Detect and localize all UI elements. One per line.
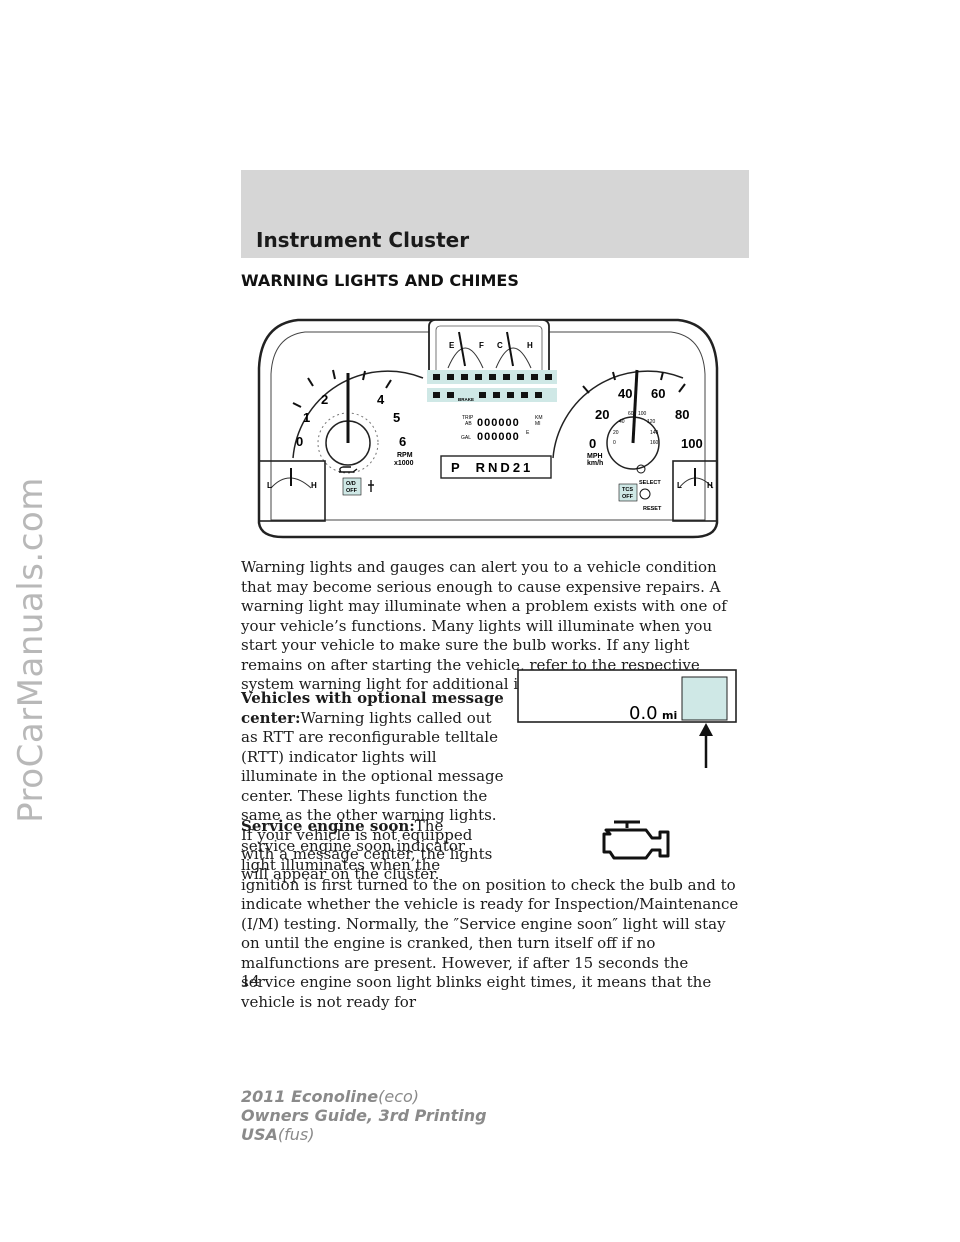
odometer-display: TRIP AB 000000 KM MI GAL 000000 E [461,415,543,443]
watermark: ProCarManuals.com [6,330,56,970]
check-engine-icon [602,820,670,860]
warning-light-strip: BRAKE [427,370,557,402]
kmh-0: 0 [613,440,616,446]
speed-unit-2: km/h [587,460,603,467]
speed-0: 0 [589,436,596,451]
tcs-off-indicator [618,483,638,502]
kmh-100: 100 [638,411,647,417]
instrument-cluster-illustration: E F C H 0 1 2 4 5 6 RPM x1000 O/D OFF L … [257,318,719,539]
message-center-body: Warning lights called out as RTT are rec… [241,708,504,883]
tach-5: 5 [393,410,400,425]
intro-paragraph: Warning lights and gauges can alert you … [241,558,727,693]
footer-market-code: (fus) [277,1125,315,1144]
message-center-unit: mi [662,709,677,722]
tach-6: 6 [399,434,406,449]
footer-guide: Owners Guide, 3rd Printing [241,1106,487,1125]
odo-bottom-unit: E [526,430,530,436]
kmh-140: 140 [650,430,659,436]
message-center-figure: 0.0 mi [517,669,737,768]
od-off-label-2: OFF [346,488,358,494]
engine-body: The service engine soon indicator light … [241,817,739,1011]
message-center-heading: Vehicles with optional message center: [241,689,504,727]
tcs-off-label: TCS [622,487,633,493]
tach-4: 4 [377,392,385,407]
select-reset-knob-icon [639,488,651,500]
engine-text-block: Service engine soon:The service engine s… [241,817,741,1012]
footer-market: USA [241,1125,278,1144]
odo-top-unit-2: MI [535,421,541,427]
page-number: 14 [241,972,261,990]
engine-heading: Service engine soon: [241,817,415,835]
tach-unit-2: x1000 [394,460,414,467]
select-label: SELECT [639,480,661,486]
watermark-text: ProCarManuals.com [11,477,51,823]
speed-unit: MPH [587,453,603,460]
right-gauge-high: H [707,481,713,490]
footer-model: 2011 Econoline [241,1087,379,1106]
cruise-control-icon [636,464,646,474]
chapter-title: Instrument Cluster [256,228,470,252]
tcs-off-label-2: OFF [622,494,634,500]
footer-model-code: (eco) [378,1087,420,1106]
tach-2: 2 [321,392,328,407]
od-off-label: O/D [346,481,356,487]
gear-selector-display: P RND21 [451,460,533,475]
oil-pressure-icon [339,466,358,473]
chapter-header: Instrument Cluster [241,170,749,258]
right-gauge-low: L [677,481,682,490]
odo-top-unit: KM [535,415,543,421]
message-center-paragraph: Vehicles with optional message center:Wa… [241,689,505,884]
tach-0: 0 [296,434,303,449]
odo-top-label: TRIP [462,415,474,421]
brake-warning-label: BRAKE [458,397,474,402]
speedometer: 0 20 40 60 80 100 0 20 40 60 100 120 140… [552,369,703,512]
kmh-40: 40 [619,419,625,425]
odo-bottom-digits: 000000 [477,431,520,443]
reset-label: RESET [643,506,662,512]
fuel-empty-label: E [449,341,455,350]
speed-100: 100 [681,436,703,451]
section-title: WARNING LIGHTS AND CHIMES [241,271,519,290]
kmh-120: 120 [647,419,656,425]
od-off-indicator [342,477,362,496]
speed-80: 80 [675,407,689,422]
tach-unit: RPM [397,452,413,459]
speed-40: 40 [618,386,632,401]
fuel-full-label: F [479,341,484,350]
page-footer: 2011 Econoline(eco) Owners Guide, 3rd Pr… [241,1087,487,1144]
temp-hot-label: H [527,341,533,350]
speed-20: 20 [595,407,609,422]
left-gauge-low: L [267,481,272,490]
left-gauge-high: H [311,481,317,490]
seatbelt-icon [368,480,374,492]
temp-cold-label: C [497,341,503,350]
odo-top-label-2: AB [465,421,472,427]
odo-bottom-label: GAL [461,435,471,441]
kmh-60: 60 [628,411,634,417]
odo-top-digits: 000000 [477,417,520,429]
speed-60: 60 [651,386,665,401]
kmh-20: 20 [613,430,619,436]
tach-1: 1 [303,410,310,425]
message-center-reading: 0.0 [629,703,658,724]
tachometer: 0 1 2 4 5 6 RPM x1000 O/D OFF [292,369,424,496]
kmh-160: 160 [650,440,659,446]
